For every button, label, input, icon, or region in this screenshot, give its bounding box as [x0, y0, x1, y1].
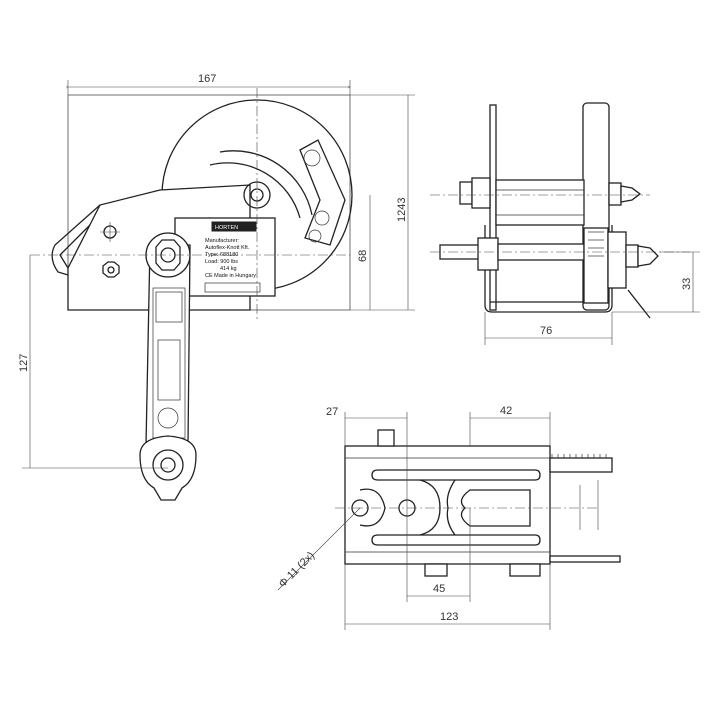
dim-hole-spacing: 45 — [433, 583, 445, 595]
side-bolt-left-nut — [459, 181, 473, 205]
dim-plate-width: 123 — [440, 611, 458, 623]
warning-label-strip — [299, 139, 346, 246]
side-back-plate — [489, 104, 497, 311]
nameplate-symbols — [204, 282, 261, 293]
base-arm — [549, 555, 621, 563]
side-bolt-right-nut — [608, 182, 622, 206]
dim-plate-offset: 27 — [326, 406, 338, 418]
slot-top — [371, 469, 541, 481]
nut-icon — [102, 261, 120, 278]
dim-hole-diameter: Φ 11 (2x) — [277, 550, 317, 590]
label-icon-2 — [314, 210, 330, 226]
slot-bottom — [371, 534, 541, 546]
base-bolt — [377, 429, 395, 447]
side-bolt-right-tip — [620, 185, 642, 203]
nameplate-line1: Manufacturer: — [205, 238, 239, 244]
dim-handle-length: 127 — [18, 354, 30, 372]
handle-nut-icon — [155, 239, 181, 271]
nameplate-line6: CE Made in Hungary — [205, 273, 256, 279]
dim-side-height: 33 — [681, 278, 693, 290]
nameplate-line4: Load: 900 lbs — [205, 259, 238, 265]
label-icon-1 — [303, 149, 321, 167]
dim-side-width: 76 — [540, 325, 552, 337]
side-handle-plate — [607, 231, 627, 289]
handle-label-icon — [155, 291, 183, 323]
nameplate-line5: 414 kg — [220, 266, 237, 272]
side-shaft-collar — [477, 237, 499, 271]
dim-total-height: 1243 — [396, 198, 408, 222]
front-view: HORTEN Manufacturer: Autoflex-Knott Kft.… — [18, 73, 415, 501]
handle-label-circle — [157, 407, 179, 429]
ratchet-slot-inner — [219, 150, 313, 216]
nameplate-line3: Type: 688180 — [205, 252, 238, 258]
nameplate-brand: HORTEN — [215, 225, 238, 231]
side-bolt-left-head — [471, 177, 491, 209]
dim-slot-offset: 42 — [500, 405, 512, 417]
label-icon-3 — [308, 229, 322, 243]
side-handle-arm — [627, 289, 651, 319]
side-handle-nut — [625, 244, 639, 268]
side-drum — [495, 179, 585, 226]
ratchet-slot-outer — [209, 162, 301, 219]
side-base-bracket — [484, 225, 613, 313]
side-view: 76 33 — [430, 102, 700, 345]
dim-top-width: 167 — [198, 73, 216, 85]
nameplate-line2: Autoflex-Knott Kft. — [205, 245, 250, 251]
dim-drum-center: 68 — [357, 250, 369, 262]
bottom-view: 27 42 45 123 Φ 11 (2x) — [277, 405, 621, 630]
dim-hole-leader — [277, 507, 361, 591]
side-gear — [583, 227, 609, 304]
base-gear — [549, 457, 613, 473]
nameplate-logo — [211, 221, 257, 232]
handle-label-text — [157, 339, 181, 401]
bracket-hook — [51, 204, 101, 276]
